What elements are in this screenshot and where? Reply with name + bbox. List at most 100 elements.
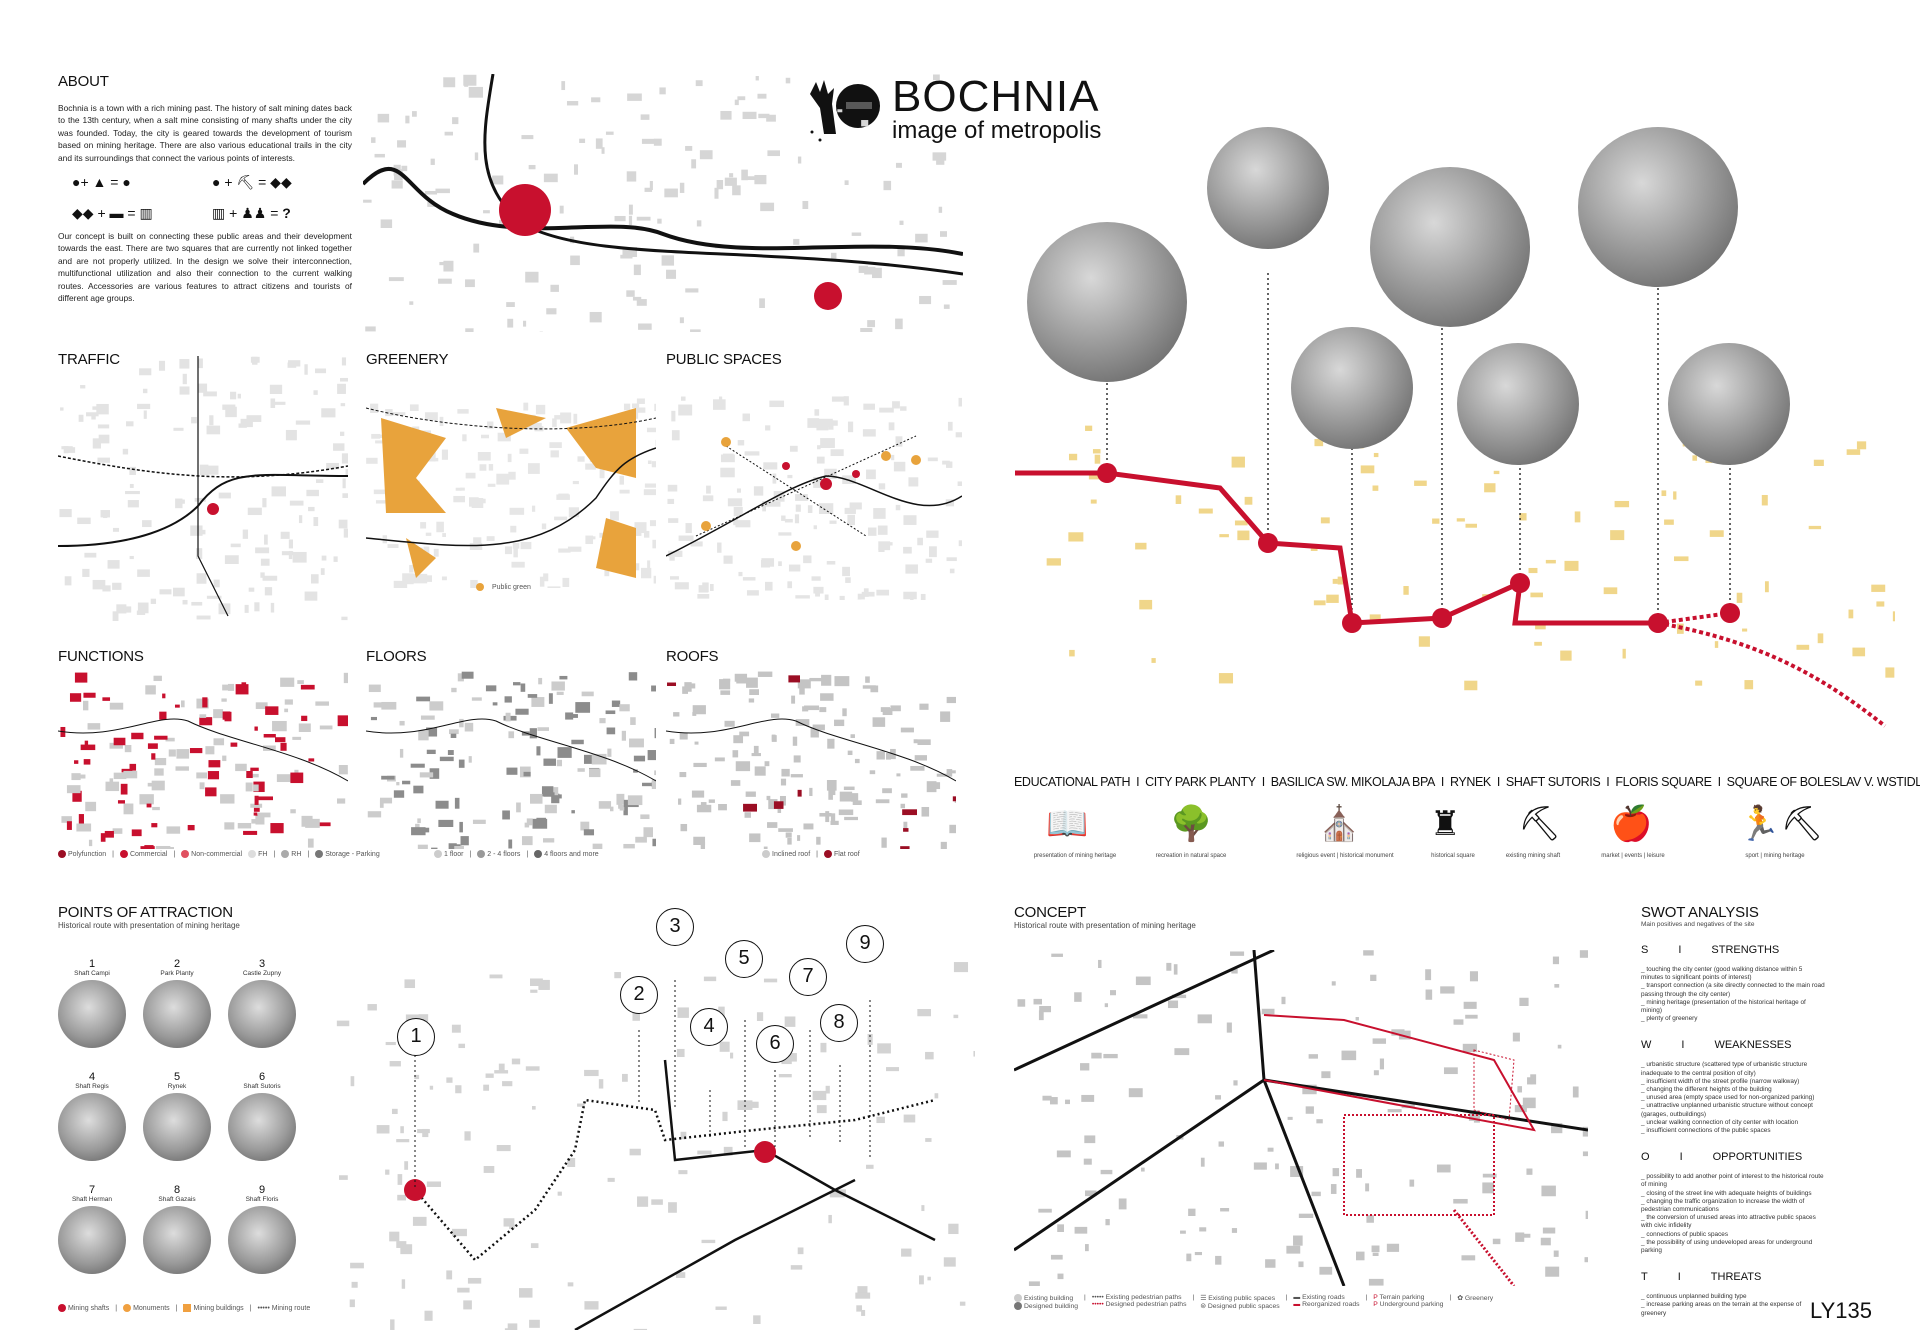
building-block <box>1094 454 1101 464</box>
building-block <box>1074 1226 1088 1234</box>
building-block <box>1386 1243 1400 1252</box>
building-block <box>734 99 739 106</box>
building-block <box>341 616 348 621</box>
building-block <box>790 1265 803 1270</box>
building-block <box>857 593 865 600</box>
building-block <box>1661 490 1667 497</box>
icon-caption: presentation of mining heritage <box>1033 853 1117 859</box>
poi-marker[interactable]: 5 <box>725 940 763 978</box>
about-intro: Bochnia is a town with a rich mining pas… <box>58 103 352 163</box>
building-block <box>308 506 315 512</box>
building-block <box>623 403 631 411</box>
building-block <box>669 738 675 745</box>
building-block <box>550 450 559 458</box>
building-block <box>1370 974 1377 982</box>
building-block <box>153 675 162 682</box>
building-block <box>715 1306 727 1310</box>
building-block <box>213 579 220 588</box>
runner-pickaxe-icon: 🏃⛏ <box>1738 805 1824 843</box>
building-block <box>685 523 692 534</box>
building-block <box>76 823 92 832</box>
building-block <box>297 680 304 684</box>
building-block <box>1046 558 1061 566</box>
building-block <box>847 750 853 756</box>
building-block <box>1519 997 1529 1006</box>
building-block <box>813 586 824 594</box>
poi-marker[interactable]: 4 <box>690 1008 728 1046</box>
building-block <box>785 77 791 84</box>
building-block <box>127 500 139 508</box>
building-block <box>397 1174 403 1185</box>
building-block <box>895 162 902 168</box>
building-block <box>824 468 837 480</box>
poi-marker[interactable]: 1 <box>397 1018 435 1056</box>
building-block <box>508 471 516 480</box>
building-block <box>544 804 557 814</box>
building-block <box>743 803 758 812</box>
building-block <box>771 734 776 741</box>
building-block <box>919 703 929 710</box>
photo-city-park-planty <box>1207 127 1329 249</box>
building-block <box>199 714 207 718</box>
building-block <box>778 532 792 536</box>
building-block <box>1579 950 1588 958</box>
building-block <box>795 719 810 726</box>
building-block <box>942 460 950 465</box>
building-block <box>1572 1086 1579 1098</box>
building-block <box>733 517 738 526</box>
building-block <box>886 1067 900 1072</box>
building-block <box>669 556 675 561</box>
building-block <box>900 727 914 733</box>
building-block <box>813 476 823 488</box>
building-block <box>619 489 630 494</box>
building-block <box>1373 452 1379 458</box>
building-block <box>313 390 318 395</box>
building-block <box>842 708 847 717</box>
building-block <box>426 1181 442 1187</box>
building-block <box>520 683 526 692</box>
building-block <box>523 771 531 777</box>
building-block <box>265 706 279 715</box>
building-block <box>263 745 276 751</box>
equation-miner: ●+ ▲ = ● <box>72 174 131 191</box>
functions-legend: Polyfunction| Commercial| Non-commercial… <box>58 850 380 858</box>
poi-marker[interactable]: 8 <box>820 1004 858 1042</box>
poi-marker[interactable]: 3 <box>656 908 694 946</box>
building-block <box>900 803 906 809</box>
building-block <box>1436 1164 1451 1173</box>
building-block <box>1105 1219 1110 1226</box>
poi-marker[interactable]: 2 <box>620 976 658 1014</box>
building-block <box>339 1175 348 1180</box>
building-block <box>554 516 568 521</box>
building-block <box>1482 1173 1497 1178</box>
building-block <box>1846 449 1861 455</box>
public-spaces-heading: PUBLIC SPACES <box>666 351 782 368</box>
building-block <box>1267 1147 1274 1152</box>
building-block <box>494 1070 509 1074</box>
building-block <box>536 817 546 828</box>
poi-marker[interactable]: 7 <box>789 958 827 996</box>
building-block <box>288 550 293 560</box>
building-block <box>142 388 148 394</box>
building-block <box>927 457 938 462</box>
building-block <box>753 1315 761 1325</box>
building-block <box>1226 1022 1232 1033</box>
building-block <box>112 611 119 621</box>
poi-marker[interactable]: 9 <box>846 925 884 963</box>
building-block <box>903 1114 916 1123</box>
building-block <box>927 1276 931 1281</box>
building-block <box>102 585 111 592</box>
building-block <box>292 551 307 563</box>
poi-marker[interactable]: 6 <box>756 1025 794 1063</box>
building-block <box>1892 611 1895 622</box>
building-block <box>667 682 677 687</box>
building-block <box>1118 1198 1127 1210</box>
building-block <box>572 480 579 485</box>
building-block <box>534 422 542 428</box>
building-block <box>633 769 638 773</box>
public-spaces-map <box>666 396 962 600</box>
building-block <box>363 199 372 203</box>
building-block <box>1527 1077 1533 1085</box>
building-block <box>851 793 859 802</box>
building-block <box>1379 1058 1385 1070</box>
